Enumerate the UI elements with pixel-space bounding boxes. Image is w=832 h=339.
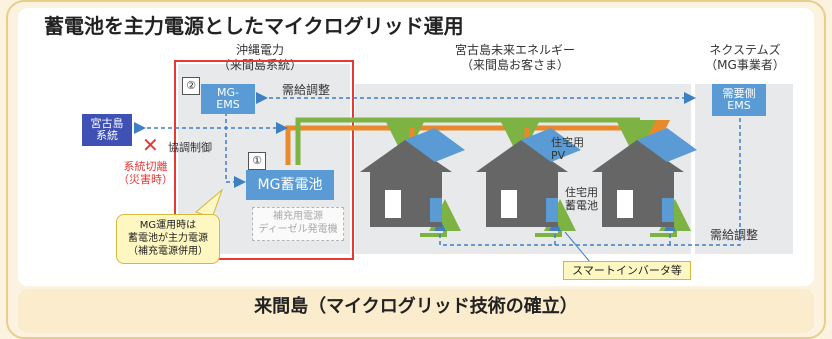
customer-header: 宮古島未来エネルギー （来間島お客さま） <box>454 43 575 72</box>
miyakojima-grid-box: 宮古島系統 <box>82 114 132 146</box>
mg-battery-number: ① <box>248 152 266 170</box>
mg-ems-box: MG-EMS <box>201 84 255 114</box>
smart-inverter-label: スマートインバータ等 <box>563 261 691 280</box>
coop-control-line <box>225 112 246 188</box>
demand-adjust-line <box>434 118 741 246</box>
backup-generator-box: 補充用電源ディーゼル発電機 <box>252 207 344 241</box>
nextems-header: ネクステムズ （MG事業者） <box>705 43 785 72</box>
disconnect-x-icon: ✕ <box>142 133 159 157</box>
coop-control-label: 協調制御 <box>168 141 212 154</box>
supply-adjust-label-bottom: 需給調整 <box>710 228 759 242</box>
smart-inverter-pointer <box>564 231 591 263</box>
disconnect-label: 系統切離（災害時） <box>118 160 173 186</box>
home-battery-label: 住宅用蓄電池 <box>565 186 598 212</box>
bottom-band <box>18 289 814 333</box>
mg-battery-box: MG蓄電池 <box>246 170 334 200</box>
house-2 <box>476 128 581 227</box>
power-line-orange <box>285 120 670 165</box>
page-title: 蓄電池を主力電源としたマイクログリッド運用 <box>44 14 464 38</box>
bottom-title: 来間島（マイクログリッド技術の確立） <box>254 296 578 317</box>
supply-adjust-label-top: 需給調整 <box>282 83 331 97</box>
mg-ems-number: ② <box>182 77 200 95</box>
okinawa-highlight-frame <box>174 60 354 260</box>
house-3 <box>592 128 697 227</box>
mg-operation-callout: MG運用時は蓄電池が主力電源（補充電源併用） <box>116 214 220 264</box>
house-1 <box>360 128 465 227</box>
